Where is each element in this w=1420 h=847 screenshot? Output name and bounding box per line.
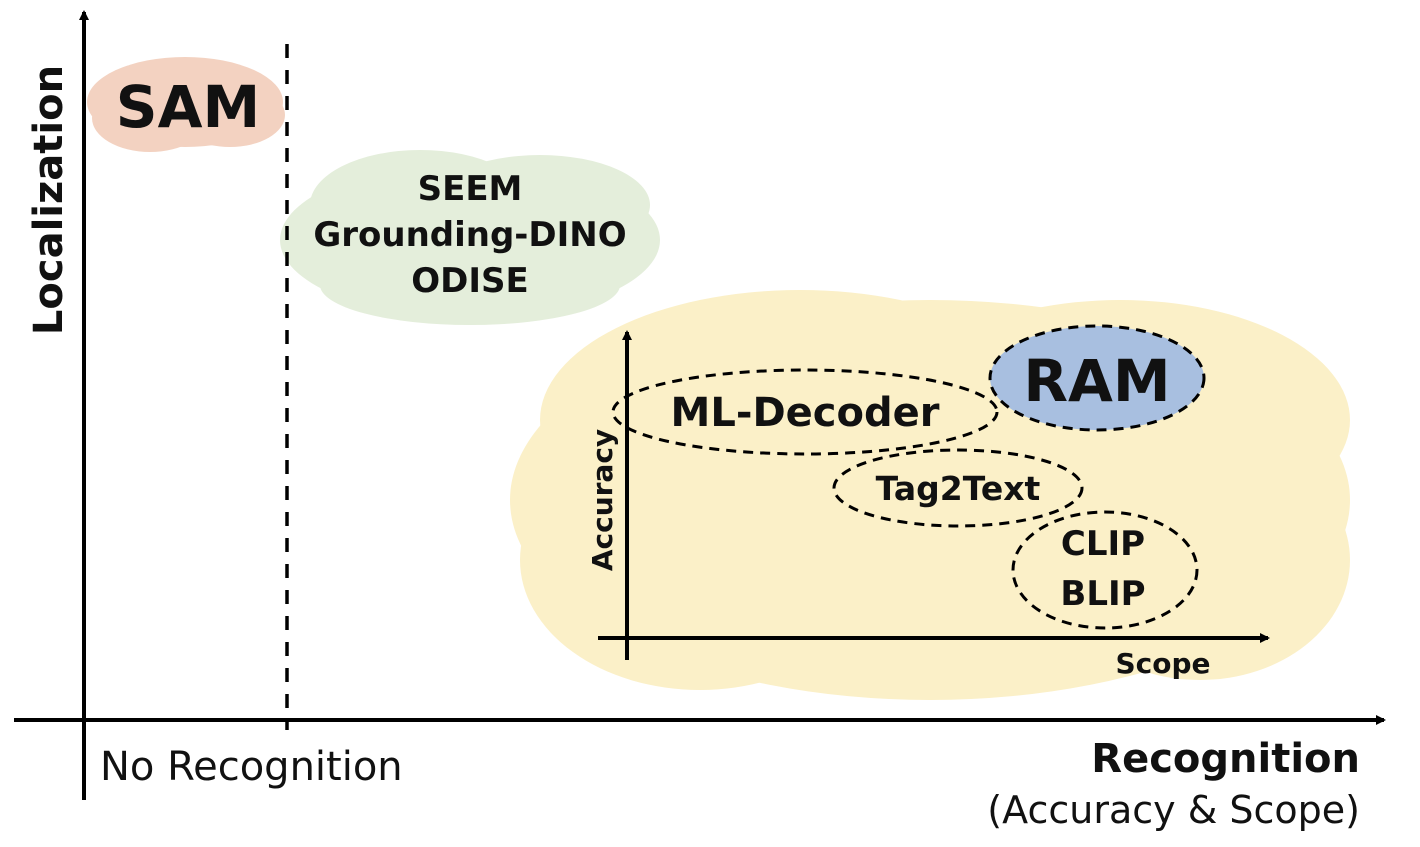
ram-ellipse: [988, 324, 1206, 432]
no-recognition-label: No Recognition: [100, 744, 403, 790]
tag2text-ellipse: [832, 448, 1084, 528]
clip-blip-ellipse: [1011, 510, 1199, 630]
x-axis-sublabel: (Accuracy & Scope): [987, 788, 1360, 832]
inset-y-label: Accuracy: [586, 429, 619, 571]
segmentation-cloud: [280, 150, 660, 325]
inset-x-label: Scope: [1115, 647, 1210, 680]
seg-line-2: Grounding-DINO: [313, 215, 626, 255]
blip-label: BLIP: [1060, 574, 1145, 614]
ml-decoder-label: ML-Decoder: [671, 390, 940, 436]
sam-label: SAM: [116, 73, 260, 141]
ram-label: RAM: [1023, 347, 1170, 415]
ml-decoder-ellipse: [611, 368, 999, 456]
y-axis-label: Localization: [26, 65, 72, 335]
sam-cloud: [87, 57, 285, 152]
seg-line-1: SEEM: [418, 169, 523, 209]
clip-label: CLIP: [1061, 524, 1145, 564]
x-axis-label: Recognition: [1091, 736, 1360, 782]
tag2text-label: Tag2Text: [876, 469, 1041, 508]
seg-line-3: ODISE: [411, 261, 529, 301]
